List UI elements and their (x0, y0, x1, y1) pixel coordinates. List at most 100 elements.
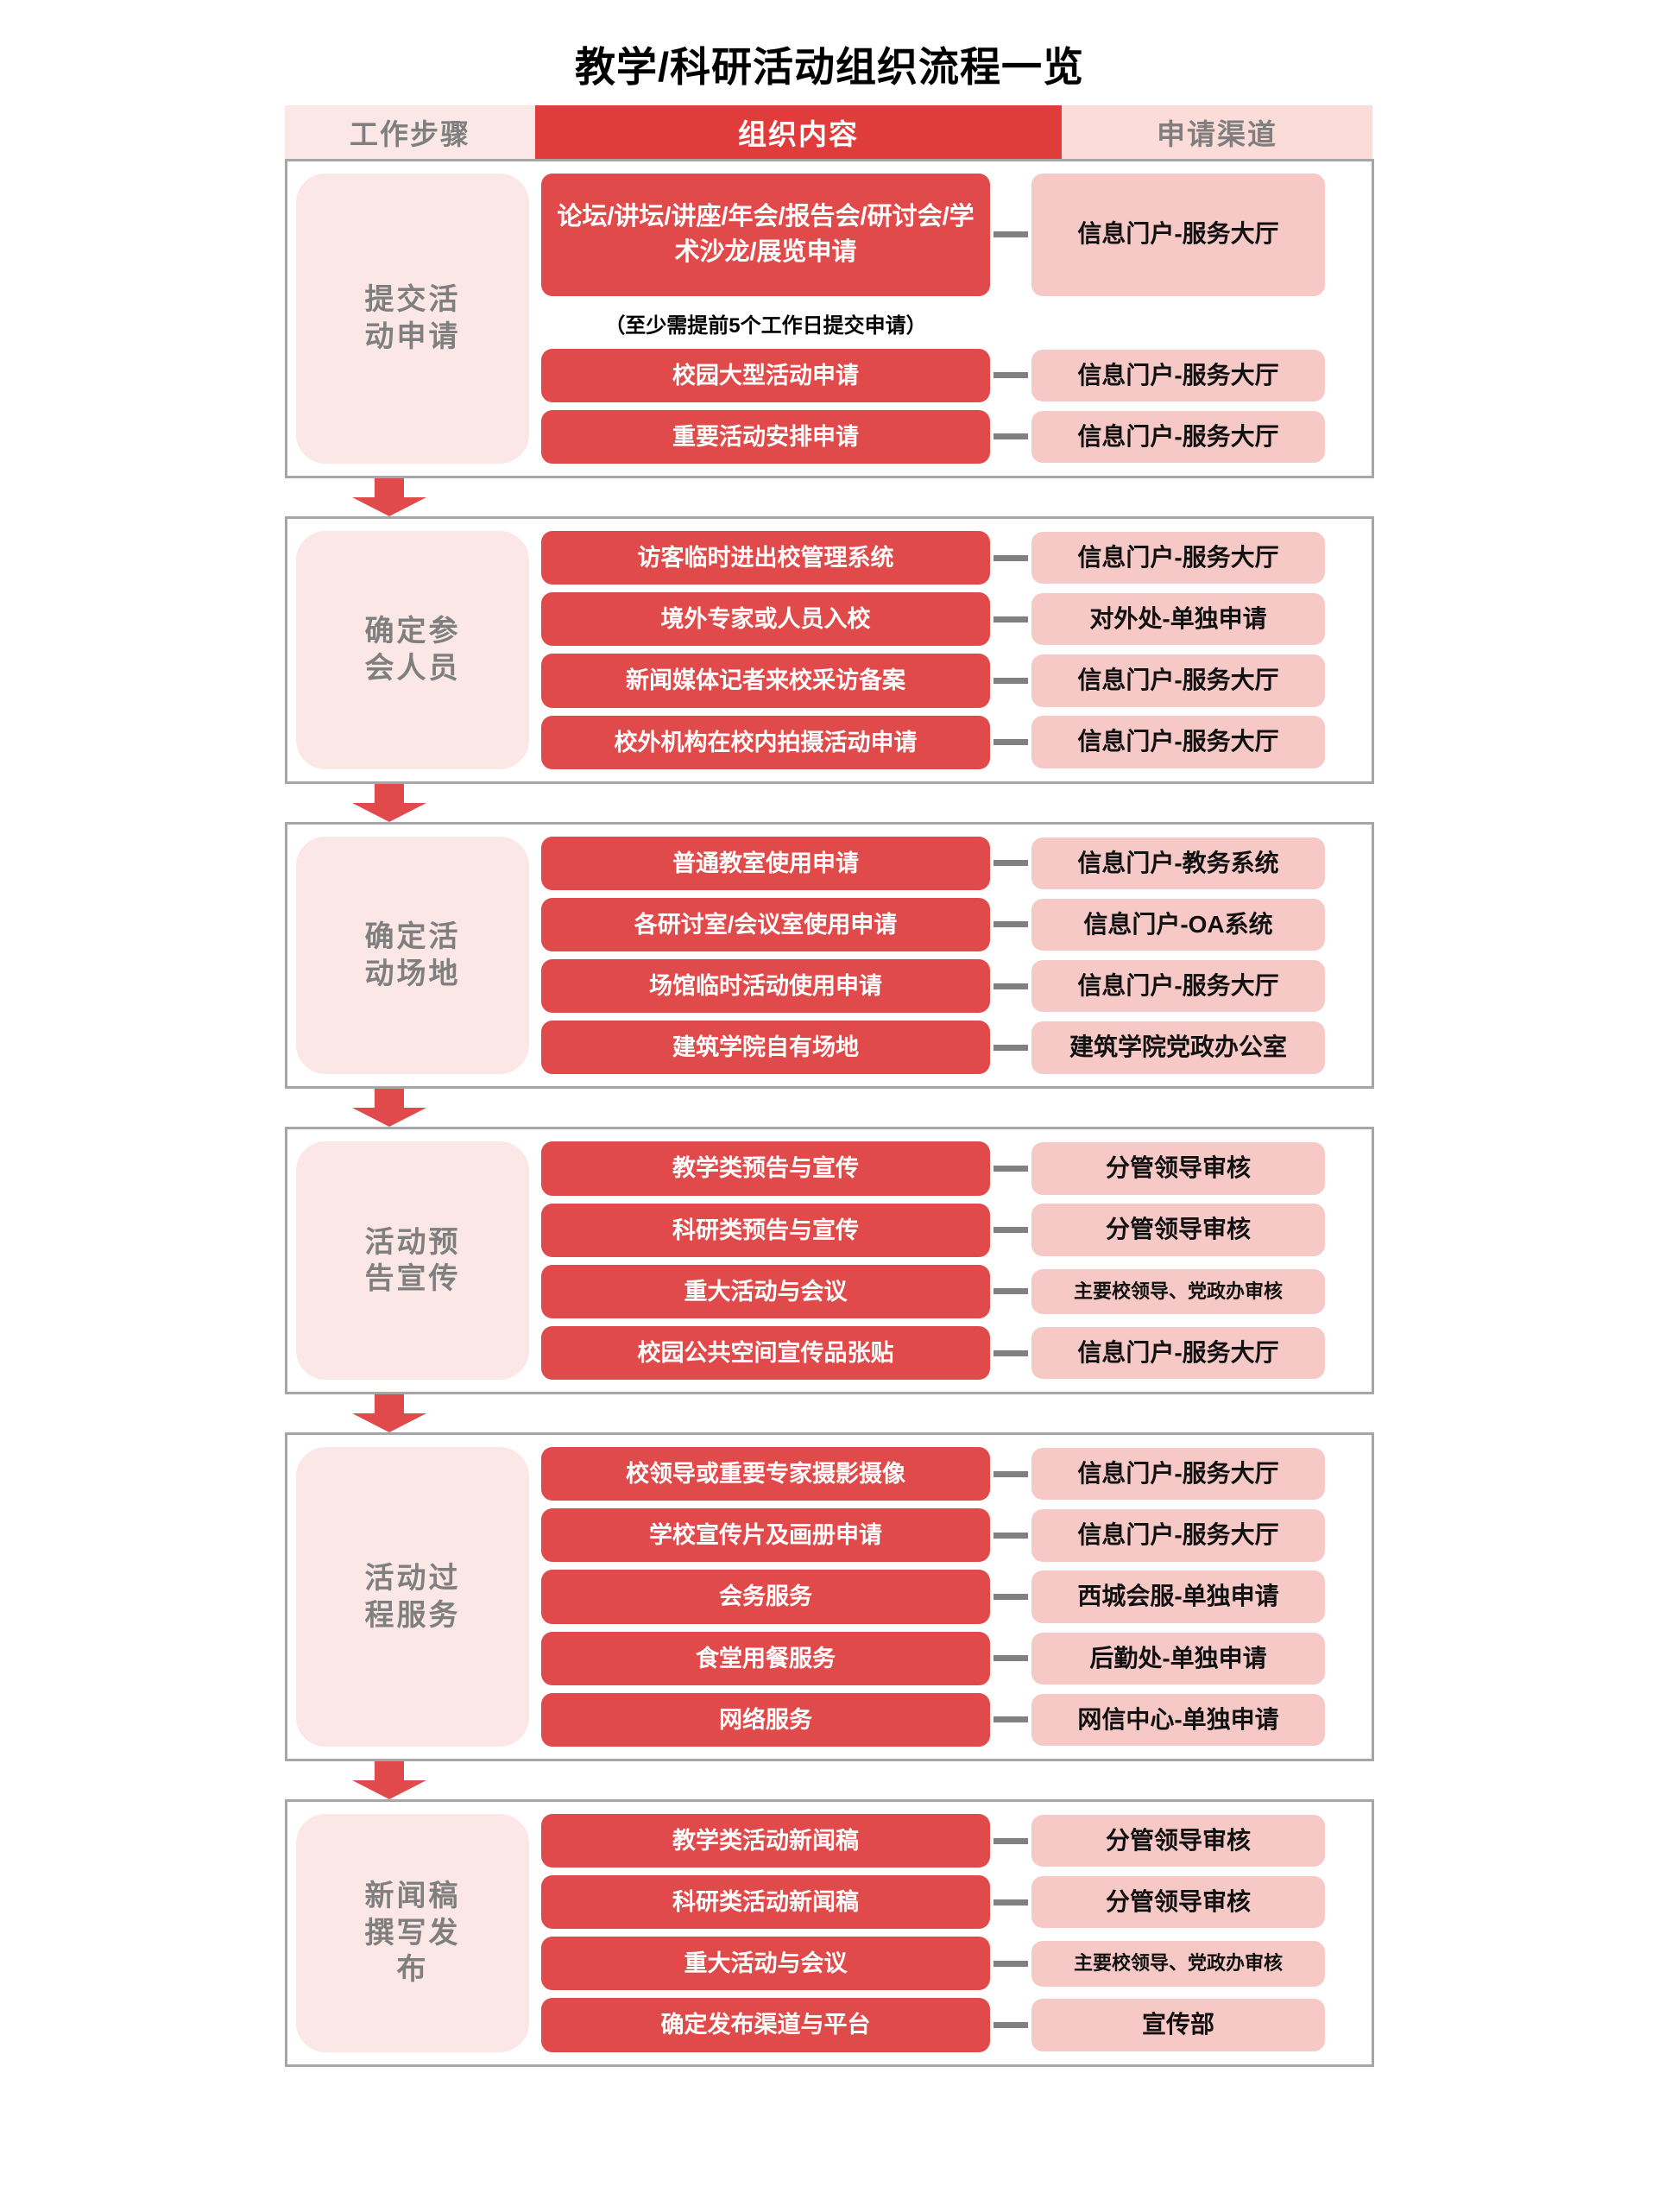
channel-cell[interactable]: 分管领导审核 (1031, 1142, 1325, 1195)
connector-line (990, 677, 1031, 684)
channel-cell[interactable]: 信息门户-服务大厅 (1031, 349, 1325, 401)
content-cell[interactable]: 会务服务 (541, 1570, 990, 1624)
step-label: 新闻稿撰写发布 (296, 1813, 529, 2052)
connector-line (990, 1044, 1031, 1051)
connector-line (990, 739, 1031, 746)
channel-cell[interactable]: 西城会服-单独申请 (1031, 1571, 1325, 1623)
content-cell[interactable]: 重大活动与会议 (541, 1264, 990, 1318)
channel-cell[interactable]: 分管领导审核 (1031, 1814, 1325, 1868)
connector-bar (994, 2022, 1028, 2029)
step-block: 确定活动场地普通教室使用申请信息门户-教务系统各研讨室/会议室使用申请信息门户-… (285, 821, 1374, 1090)
content-cell[interactable]: 重大活动与会议 (541, 1937, 990, 1991)
channel-cell[interactable]: 信息门户-服务大厅 (1031, 531, 1325, 585)
step-rows: 普通教室使用申请信息门户-教务系统各研讨室/会议室使用申请信息门户-OA系统场馆… (541, 836, 1363, 1075)
table-row: 论坛/讲坛/讲座/年会/报告会/研讨会/学术沙龙/展览申请信息门户-服务大厅 (541, 173, 1363, 296)
content-cell[interactable]: 科研类预告与宣传 (541, 1203, 990, 1257)
content-cell[interactable]: 各研讨室/会议室使用申请 (541, 897, 990, 952)
channel-cell[interactable]: 分管领导审核 (1031, 1876, 1325, 1929)
arrow-head (352, 802, 426, 822)
content-cell[interactable]: 场馆临时活动使用申请 (541, 959, 990, 1014)
step-label: 提交活动申请 (296, 173, 529, 465)
flow-arrow-zone (285, 1760, 1374, 1799)
content-cell[interactable]: 校园大型活动申请 (541, 348, 990, 402)
table-row: 校园大型活动申请信息门户-服务大厅 (541, 348, 1363, 402)
channel-cell[interactable]: 信息门户-服务大厅 (1031, 1509, 1325, 1562)
channel-cell[interactable]: 信息门户-服务大厅 (1031, 959, 1325, 1013)
connector-bar (994, 1960, 1028, 1967)
content-cell[interactable]: 校园公共空间宣传品张贴 (541, 1325, 990, 1381)
arrow-shaft (375, 1089, 404, 1110)
deadline-note: （至少需提前5个工作日提交申请） (604, 313, 927, 338)
content-cell[interactable]: 教学类预告与宣传 (541, 1141, 990, 1196)
table-row: 会务服务西城会服-单独申请 (541, 1570, 1363, 1624)
connector-line (990, 1899, 1031, 1905)
content-cell[interactable]: 论坛/讲坛/讲座/年会/报告会/研讨会/学术沙龙/展览申请 (541, 173, 990, 296)
content-cell[interactable]: 校领导或重要专家摄影摄像 (541, 1447, 990, 1501)
connector-bar (994, 1532, 1028, 1539)
step-inner: 确定活动场地普通教室使用申请信息门户-教务系统各研讨室/会议室使用申请信息门户-… (296, 836, 1363, 1075)
content-cell[interactable]: 校外机构在校内拍摄活动申请 (541, 715, 990, 769)
content-cell[interactable]: 教学类活动新闻稿 (541, 1813, 990, 1868)
connector-bar (994, 1899, 1028, 1905)
content-cell[interactable]: 境外专家或人员入校 (541, 592, 990, 647)
step-inner: 活动预告宣传教学类预告与宣传分管领导审核科研类预告与宣传分管领导审核重大活动与会… (296, 1141, 1363, 1381)
content-cell[interactable]: 科研类活动新闻稿 (541, 1875, 990, 1930)
arrow-shaft (375, 478, 404, 500)
channel-cell[interactable]: 建筑学院党政办公室 (1031, 1021, 1325, 1074)
header-left-spacer (0, 90, 285, 159)
header-organization-content: 组织内容 (535, 104, 1062, 159)
table-row: 科研类预告与宣传分管领导审核 (541, 1203, 1363, 1257)
arrow-shaft (375, 783, 404, 805)
content-cell[interactable]: 访客临时进出校管理系统 (541, 531, 990, 585)
channel-cell[interactable]: 主要校领导、党政办审核 (1031, 1268, 1325, 1315)
step-rows: 论坛/讲坛/讲座/年会/报告会/研讨会/学术沙龙/展览申请信息门户-服务大厅（至… (541, 173, 1363, 465)
connector-bar (994, 1716, 1028, 1723)
step-label: 活动过程服务 (296, 1447, 529, 1747)
channel-cell[interactable]: 信息门户-服务大厅 (1031, 716, 1325, 768)
channel-cell[interactable]: 信息门户-服务大厅 (1031, 1326, 1325, 1380)
connector-line (990, 1716, 1031, 1723)
content-cell[interactable]: 重要活动安排申请 (541, 409, 990, 465)
channel-cell[interactable]: 信息门户-服务大厅 (1031, 410, 1325, 464)
content-cell[interactable]: 建筑学院自有场地 (541, 1021, 990, 1075)
content-cell[interactable]: 网络服务 (541, 1692, 990, 1747)
table-row: 校领导或重要专家摄影摄像信息门户-服务大厅 (541, 1447, 1363, 1501)
down-arrow-icon (352, 1394, 426, 1433)
step-rows: 校领导或重要专家摄影摄像信息门户-服务大厅学校宣传片及画册申请信息门户-服务大厅… (541, 1447, 1363, 1747)
channel-cell[interactable]: 后勤处-单独申请 (1031, 1632, 1325, 1684)
flow-arrow-zone (285, 1089, 1374, 1128)
channel-cell[interactable]: 信息门户-教务系统 (1031, 837, 1325, 889)
channel-cell[interactable]: 分管领导审核 (1031, 1204, 1325, 1256)
content-cell[interactable]: 食堂用餐服务 (541, 1631, 990, 1685)
table-row: 科研类活动新闻稿分管领导审核 (541, 1875, 1363, 1930)
content-cell[interactable]: 确定发布渠道与平台 (541, 1998, 990, 2052)
content-cell[interactable]: 新闻媒体记者来校采访备案 (541, 654, 990, 708)
channel-cell[interactable]: 信息门户-服务大厅 (1031, 1447, 1325, 1501)
content-cell[interactable]: 学校宣传片及画册申请 (541, 1508, 990, 1563)
channel-cell[interactable]: 信息门户-服务大厅 (1031, 654, 1325, 707)
connector-bar (994, 1227, 1028, 1234)
arrow-head (352, 1779, 426, 1799)
channel-cell[interactable]: 主要校领导、党政办审核 (1031, 1941, 1325, 1987)
connector-line (990, 1288, 1031, 1295)
step-label: 活动预告宣传 (296, 1141, 529, 1381)
arrow-shaft (375, 1394, 404, 1416)
down-arrow-icon (352, 783, 426, 822)
connector-line (990, 433, 1031, 440)
table-row: 网络服务网信中心-单独申请 (541, 1692, 1363, 1747)
connector-bar (994, 1837, 1028, 1844)
channel-cell[interactable]: 网信中心-单独申请 (1031, 1693, 1325, 1747)
table-row: 新闻媒体记者来校采访备案信息门户-服务大厅 (541, 654, 1363, 708)
connector-bar (994, 1288, 1028, 1295)
connector-line (990, 231, 1031, 238)
connector-bar (994, 1349, 1028, 1356)
channel-cell[interactable]: 对外处-单独申请 (1031, 593, 1325, 646)
channel-cell[interactable]: 信息门户-服务大厅 (1031, 173, 1325, 296)
step-block: 确定参会人员访客临时进出校管理系统信息门户-服务大厅境外专家或人员入校对外处-单… (285, 516, 1374, 784)
channel-cell[interactable]: 信息门户-OA系统 (1031, 898, 1325, 951)
arrow-head (352, 1413, 426, 1433)
content-cell[interactable]: 普通教室使用申请 (541, 836, 990, 890)
channel-cell[interactable]: 宣传部 (1031, 1999, 1325, 2051)
steps-root: 提交活动申请论坛/讲坛/讲座/年会/报告会/研讨会/学术沙龙/展览申请信息门户-… (0, 158, 1659, 2067)
connector-bar (994, 433, 1028, 440)
